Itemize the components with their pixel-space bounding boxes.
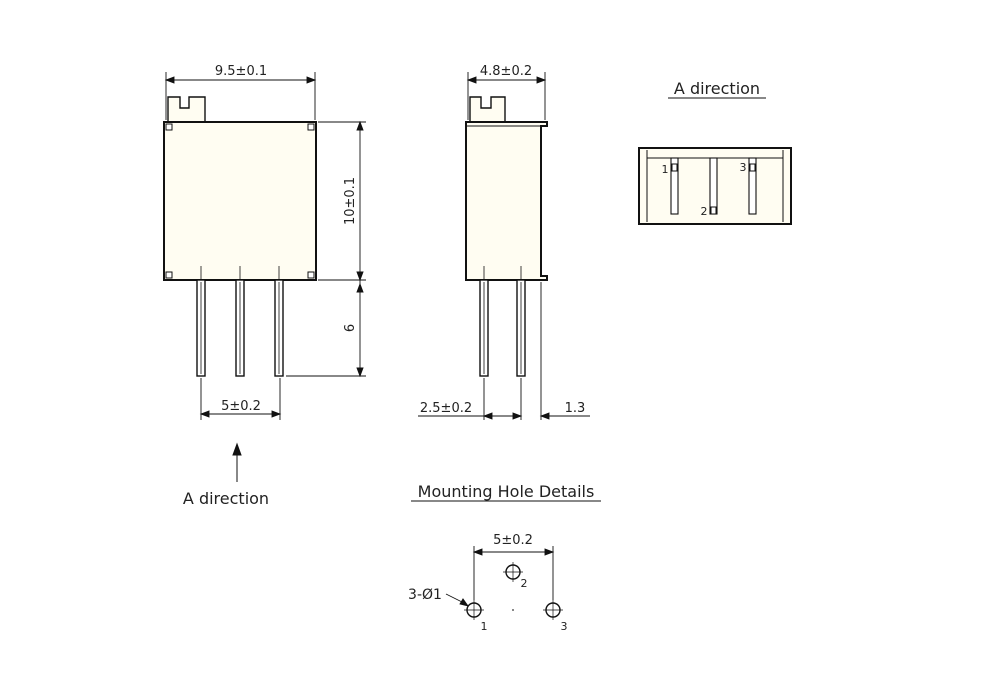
front-view-height-label: 10±0.1 (343, 177, 358, 225)
mounting-holes-callout: 3-Ø1 (408, 587, 442, 603)
a-direction-arrow (232, 442, 242, 482)
a-direction-pin-3: 3 (740, 161, 747, 174)
a-direction-pin-2: 2 (701, 205, 708, 218)
a-direction-view (638, 147, 792, 225)
front-view-body (163, 121, 317, 281)
a-direction-view-title: A direction (674, 79, 760, 98)
side-view-depth-label: 4.8±0.2 (480, 64, 532, 79)
front-view-width-label: 9.5±0.1 (215, 64, 267, 79)
side-view (465, 96, 548, 377)
mounting-holes (464, 562, 563, 620)
front-view-adjust-knob (167, 96, 206, 122)
mounting-holes-pitch-label: 5±0.2 (493, 533, 533, 548)
mounting-hole-3-number: 3 (561, 620, 568, 633)
side-view-pin-spacing-label: 2.5±0.2 (420, 401, 472, 416)
mounting-holes-dimensions (445, 546, 555, 607)
front-view-pins (196, 266, 284, 377)
mounting-hole-2-number: 2 (521, 577, 528, 590)
side-view-dimensions (418, 72, 590, 420)
mounting-holes-title: Mounting Hole Details (418, 482, 595, 501)
side-view-body (465, 121, 548, 281)
side-view-adjust-knob (469, 96, 506, 122)
side-view-offset-label: 1.3 (565, 401, 586, 416)
mounting-hole-2 (503, 562, 523, 582)
side-view-pins (479, 266, 526, 377)
mounting-hole-1 (464, 600, 484, 620)
mounting-hole-3 (543, 600, 563, 620)
front-view-pin-pitch-label: 5±0.2 (221, 399, 261, 414)
front-view-pin-length-label: 6 (343, 324, 358, 332)
front-view (163, 96, 317, 377)
a-direction-note: A direction (183, 489, 269, 508)
front-view-dimensions (164, 72, 366, 420)
a-direction-pin-1: 1 (662, 163, 669, 176)
mounting-hole-1-number: 1 (481, 620, 488, 633)
